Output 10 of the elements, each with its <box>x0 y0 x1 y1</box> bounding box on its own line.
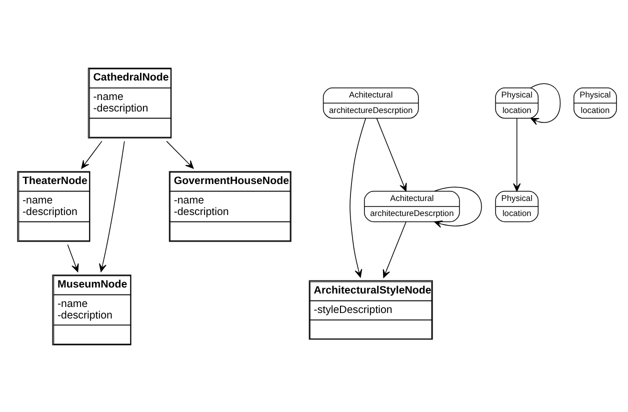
arrow <box>434 186 482 228</box>
arrow <box>166 140 194 168</box>
arrow <box>350 118 366 278</box>
arrow <box>67 244 79 272</box>
arrow <box>513 118 521 192</box>
arrow <box>376 118 407 192</box>
arrow <box>382 220 406 278</box>
arrow <box>530 82 561 124</box>
arrow <box>99 140 125 272</box>
arrow <box>81 140 102 168</box>
